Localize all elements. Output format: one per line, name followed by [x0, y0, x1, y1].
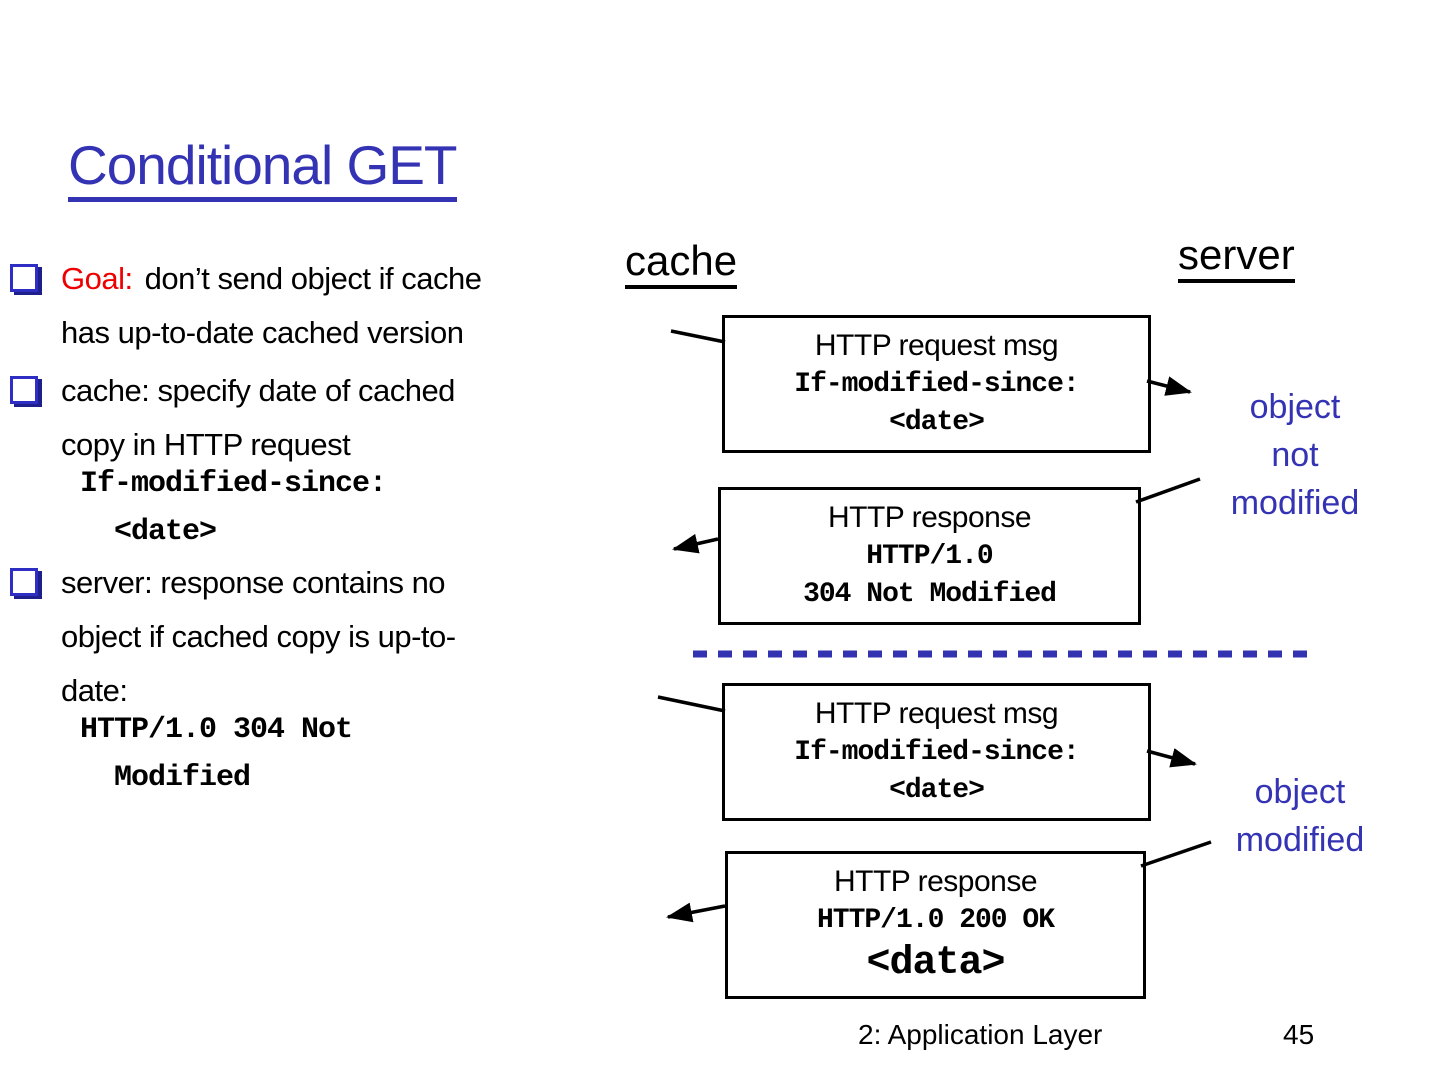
- msg-box-response-2: HTTP response HTTP/1.0 200 OK <data>: [725, 851, 1146, 999]
- goal-lead-label: Goal:: [61, 261, 133, 296]
- msg-line-code: If-modified-since:: [794, 737, 1079, 768]
- msg-line-code: <date>: [889, 775, 985, 806]
- msg-box-response-1: HTTP response HTTP/1.0 304 Not Modified: [718, 487, 1141, 625]
- msg-line-code: <date>: [889, 407, 985, 438]
- msg-line-code: <data>: [866, 941, 1005, 986]
- bullet-cache: cache: specify date of cached copy in HT…: [10, 364, 681, 472]
- note-object-not-modified: object not modified: [1230, 388, 1360, 522]
- msg-box-request-2: HTTP request msg If-modified-since: <dat…: [722, 683, 1151, 821]
- response-arrow-2: [666, 902, 726, 923]
- square-bullet-icon: [10, 376, 38, 404]
- note-object-modified: object modified: [1235, 773, 1365, 859]
- msg-line-code: If-modified-since:: [794, 369, 1079, 400]
- msg-line: HTTP request msg: [814, 329, 1059, 362]
- page-number: 45: [1283, 1019, 1315, 1050]
- bullet-cache-text: cache: specify date of cached copy in HT…: [61, 373, 455, 462]
- msg-line-code: HTTP/1.0: [866, 541, 993, 572]
- page-title: Conditional GET: [68, 135, 458, 202]
- square-bullet-icon: [10, 264, 38, 292]
- msg-line-code: HTTP/1.0 200 OK: [816, 905, 1055, 936]
- request-arrow-2: [1146, 748, 1197, 768]
- footer-section-label: 2: Application Layer: [858, 1019, 1103, 1050]
- bullet-goal: Goal:don’t send object if cache has up-t…: [10, 252, 681, 360]
- server-leader-line-1: [1135, 477, 1201, 504]
- bullet-server: server: response contains no object if c…: [10, 556, 681, 718]
- request-arrow-1: [1146, 376, 1192, 396]
- msg-line-code: 304 Not Modified: [803, 579, 1057, 610]
- square-bullet-icon: [10, 568, 38, 596]
- server-heading: server: [1178, 232, 1295, 283]
- bullet-server-text: server: response contains no object if c…: [61, 565, 456, 708]
- response-arrow-1: [672, 533, 719, 554]
- msg-box-request-1: HTTP request msg If-modified-since: <dat…: [722, 315, 1151, 453]
- msg-line: HTTP response: [827, 501, 1032, 534]
- code-304-not-modified: HTTP/1.0 304 Not Modified: [80, 713, 353, 795]
- msg-line: HTTP request msg: [814, 697, 1059, 730]
- server-leader-line-2: [1140, 840, 1212, 868]
- bullet-goal-text: Goal:don’t send object if cache has up-t…: [61, 252, 681, 360]
- msg-line: HTTP response: [833, 865, 1038, 898]
- goal-body-text: don’t send object if cache has up-to-dat…: [61, 261, 482, 350]
- cache-heading: cache: [625, 238, 738, 289]
- code-if-modified-since: If-modified-since: <date>: [80, 467, 387, 549]
